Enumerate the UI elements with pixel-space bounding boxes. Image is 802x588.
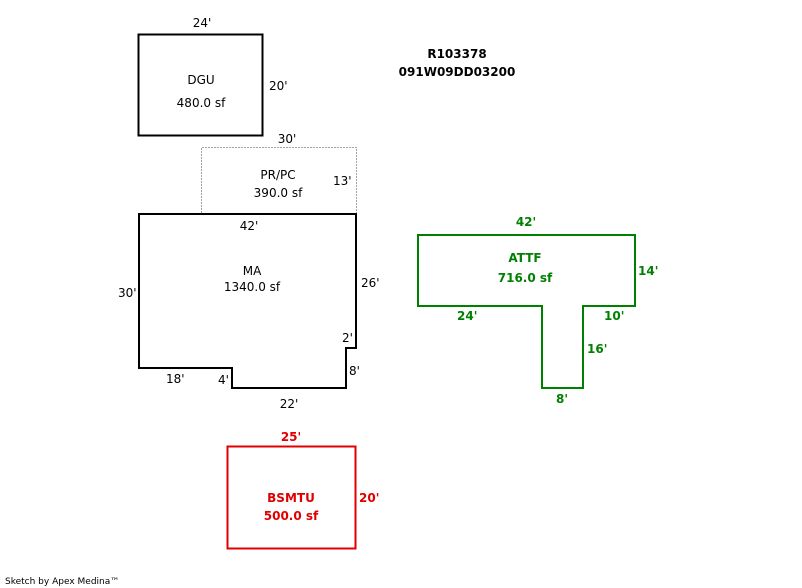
bsmtu-area-value: 500.0 sf bbox=[264, 509, 319, 523]
sketch-credit: Sketch by Apex Medina™ bbox=[5, 577, 119, 587]
dgu-area-value: 480.0 sf bbox=[177, 96, 226, 110]
map-number: 091W09DD03200 bbox=[399, 65, 516, 79]
ma-dim-left: 30' bbox=[118, 286, 137, 300]
attf-dim-right: 14' bbox=[638, 264, 658, 278]
attf-area-value: 716.0 sf bbox=[498, 271, 553, 285]
ma-code: MA bbox=[243, 264, 262, 278]
ma-dim-bottom: 22' bbox=[280, 397, 299, 411]
ma-dim-right: 26' bbox=[361, 276, 380, 290]
ma-dim-notch-left: 4' bbox=[218, 373, 229, 387]
dgu-dim-top: 24' bbox=[193, 16, 212, 30]
bsmtu-outline bbox=[226, 445, 357, 550]
attf-dim-bottom-left: 24' bbox=[457, 309, 477, 323]
parcel-id: R103378 bbox=[427, 47, 486, 61]
attf-code: ATTF bbox=[508, 251, 541, 265]
ma-area-value: 1340.0 sf bbox=[224, 280, 281, 294]
pr-pc-dim-top: 30' bbox=[278, 132, 297, 146]
dgu-area: 24' 20' DGU 480.0 sf bbox=[137, 16, 288, 137]
pr-pc-area-value: 390.0 sf bbox=[254, 186, 303, 200]
attf-dim-top: 42' bbox=[516, 215, 536, 229]
ma-area: 42' 30' 26' 2' 8' 18' 4' 22' MA 1340.0 s… bbox=[118, 213, 380, 411]
attf-dim-bottom-right: 10' bbox=[604, 309, 624, 323]
attf-dim-stem-bottom: 8' bbox=[556, 392, 568, 406]
pr-pc-code: PR/PC bbox=[260, 168, 295, 182]
bsmtu-dim-right: 20' bbox=[359, 491, 379, 505]
bsmtu-dim-top: 25' bbox=[281, 430, 301, 444]
pr-pc-outline bbox=[201, 147, 357, 213]
dgu-code: DGU bbox=[187, 73, 214, 87]
pr-pc-dim-right: 13' bbox=[333, 174, 352, 188]
ma-dim-notch-right: 8' bbox=[349, 364, 360, 378]
attf-dim-stem-side: 16' bbox=[587, 342, 607, 356]
attf-outline bbox=[417, 234, 636, 389]
bsmtu-code: BSMTU bbox=[267, 491, 315, 505]
pr-pc-area: 30' 13' PR/PC 390.0 sf bbox=[201, 132, 357, 213]
dgu-dim-right: 20' bbox=[269, 79, 288, 93]
ma-dim-jog-right: 2' bbox=[342, 331, 353, 345]
ma-outline bbox=[138, 213, 357, 389]
attf-area: 42' 14' 24' 10' 16' 8' ATTF 716.0 sf bbox=[417, 215, 658, 406]
ma-dim-bottom-left: 18' bbox=[166, 372, 185, 386]
bsmtu-area: 25' 20' BSMTU 500.0 sf bbox=[226, 430, 379, 550]
ma-dim-top: 42' bbox=[240, 219, 259, 233]
dgu-outline bbox=[137, 33, 264, 137]
